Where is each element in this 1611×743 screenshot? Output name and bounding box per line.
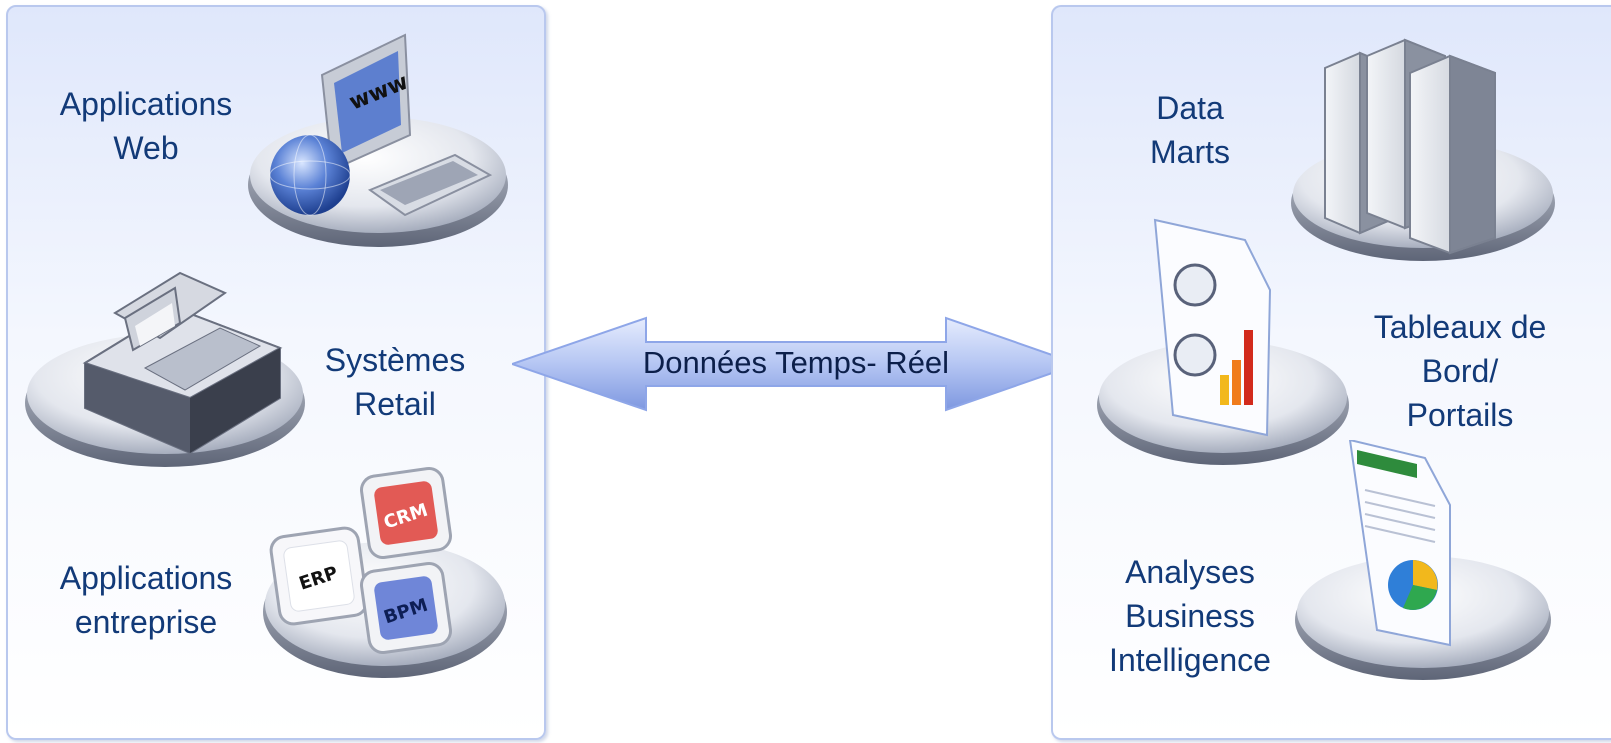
cash-register-icon (25, 271, 305, 467)
server-rack-icon (1291, 38, 1555, 261)
bi-report-icon (1295, 440, 1551, 680)
enterprise-apps-icon: CRM ERP BPM (263, 467, 507, 678)
crm-tile: CRM (360, 467, 452, 559)
realtime-data-label: Données Temps- Réel (642, 345, 950, 380)
dashboard-report-icon (1097, 218, 1349, 465)
realtime-data-arrow: Données Temps- Réel (512, 316, 1080, 412)
erp-tile: ERP (269, 526, 369, 626)
bpm-tile: BPM (360, 562, 452, 654)
web-application-icon: www (248, 33, 508, 247)
